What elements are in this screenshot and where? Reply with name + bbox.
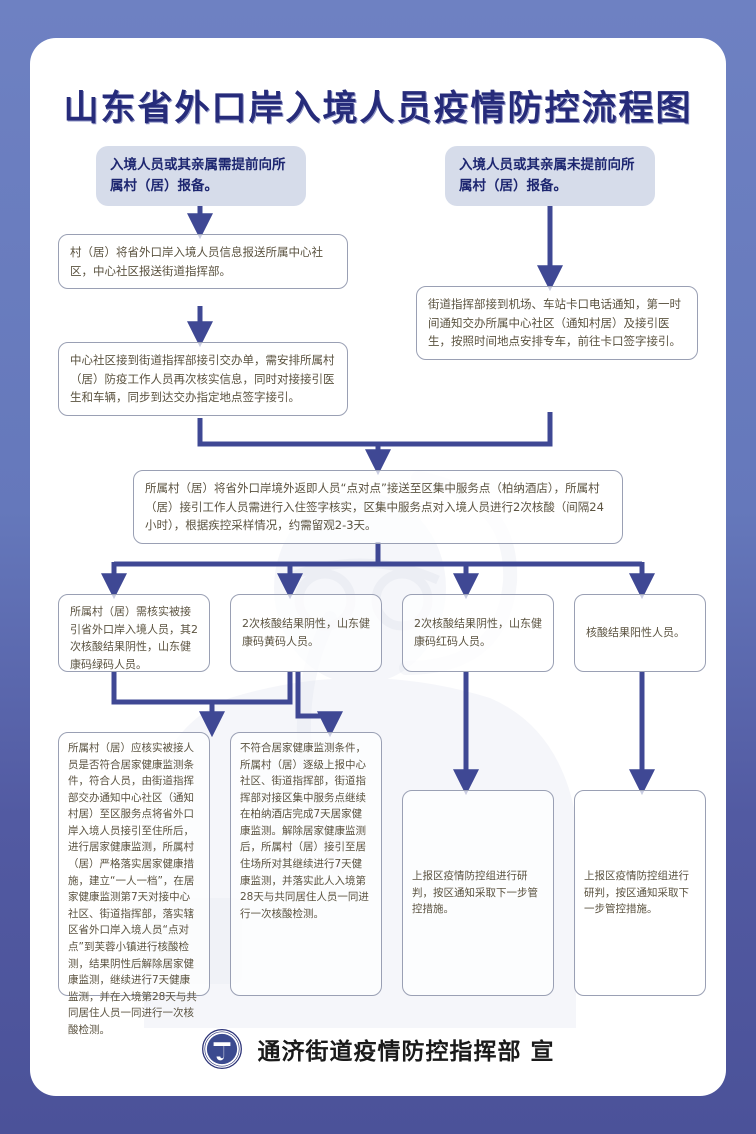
node-right-1: 街道指挥部接到机场、车站卡口电话通知，第一时间通知交办所属中心社区（通知村居）及… — [416, 286, 698, 360]
node-result-1: 所属村（居）需核实被接引省外口岸入境人员，其2次核酸结果阴性，山东健康码绿码人员… — [58, 594, 210, 672]
node-head-left: 入境人员或其亲属需提前向所属村（居）报备。 — [96, 146, 306, 206]
node-result-3: 2次核酸结果阴性，山东健康码红码人员。 — [402, 594, 554, 672]
node-action-3: 上报区疫情防控组进行研判，按区通知采取下一步管控措施。 — [402, 790, 554, 996]
footer: 通济街道疫情防控指挥部 宣 — [30, 1028, 726, 1070]
node-result-2: 2次核酸结果阴性，山东健康码黄码人员。 — [230, 594, 382, 672]
node-merge: 所属村（居）将省外口岸境外返即人员“点对点”接送至区集中服务点（柏纳酒店），所属… — [133, 470, 623, 544]
poster-frame: 山东省外口岸入境人员疫情防控流程图 入境人员或其亲属需提前向所属村（居）报备。 … — [30, 38, 726, 1096]
node-left-2: 中心社区接到街道指挥部接引交办单，需安排所属村（居）防疫工作人员再次核实信息，同… — [58, 342, 348, 416]
node-result-4: 核酸结果阳性人员。 — [574, 594, 706, 672]
node-head-right: 入境人员或其亲属未提前向所属村（居）报备。 — [445, 146, 655, 206]
flow-canvas: 山东省外口岸入境人员疫情防控流程图 入境人员或其亲属需提前向所属村（居）报备。 … — [30, 38, 726, 1096]
circular-emblem-icon — [202, 1029, 243, 1069]
node-left-1: 村（居）将省外口岸入境人员信息报送所属中心社区，中心社区报送街道指挥部。 — [58, 234, 348, 290]
node-action-1: 所属村（居）应核实被接人员是否符合居家健康监测条件，符合人员，由街道指挥部交办通… — [58, 732, 210, 1036]
footer-title: 通济街道疫情防控指挥部 宣 — [257, 1039, 555, 1065]
node-action-4: 上报区疫情防控组进行研判，按区通知采取下一步管控措施。 — [574, 790, 706, 996]
node-action-2: 不符合居家健康监测条件，所属村（居）逐级上报中心社区、街道指挥部，街道指挥部对接… — [230, 732, 382, 996]
page-title: 山东省外口岸入境人员疫情防控流程图 — [63, 89, 693, 129]
